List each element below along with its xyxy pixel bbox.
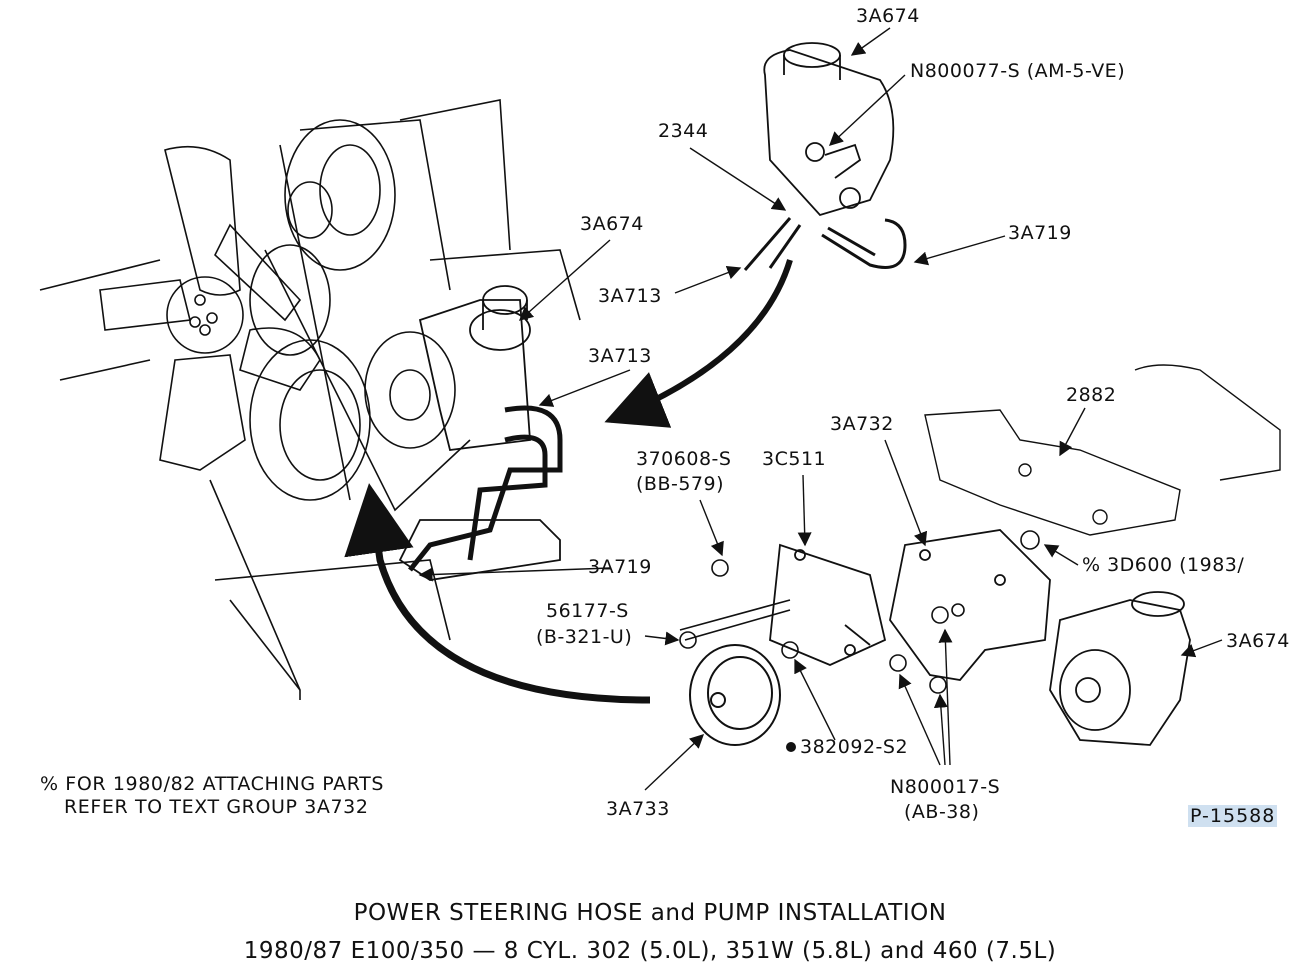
label-pulley-3a733: 3A733 xyxy=(606,798,670,820)
bullet-dot xyxy=(786,742,796,752)
figure-number: P-15588 xyxy=(1188,805,1278,827)
leader-lines xyxy=(418,27,1223,791)
label-bracket-2882: 2882 xyxy=(1066,384,1117,406)
label-reservoir-top: 3A674 xyxy=(856,5,920,27)
label-clamp-2344: 2344 xyxy=(658,120,709,142)
caption-subtitle: 1980/87 E100/350 — 8 CYL. 302 (5.0L), 35… xyxy=(243,938,1057,964)
label-bracket-3c511: 3C511 xyxy=(762,448,827,470)
label-bolt-370608-line2: (BB-579) xyxy=(636,473,725,495)
label-bolt-370608-line1: 370608-S xyxy=(636,448,732,470)
hose-run-upper xyxy=(408,405,563,572)
label-pump-upper: 3A674 xyxy=(580,213,644,235)
label-reservoir-screw: N800077-S (AM-5-VE) xyxy=(910,60,1126,82)
transfer-arrow-upper xyxy=(604,259,793,428)
bracket-3c511-drawing xyxy=(769,543,887,666)
hose-pieces-top xyxy=(743,217,907,271)
label-bracket-3a732: 3A732 xyxy=(830,413,894,435)
note-line-1: % FOR 1980/82 ATTACHING PARTS xyxy=(40,773,385,795)
pump-upper-drawing xyxy=(398,285,561,581)
engine-front-assembly xyxy=(39,99,581,700)
label-hose-upper: 3A719 xyxy=(1008,222,1072,244)
attaching-parts-note: % FOR 1980/82 ATTACHING PARTS REFER TO T… xyxy=(40,773,384,819)
reservoir-drawing xyxy=(763,42,895,217)
label-bolt-n800017-line1: N800017-S xyxy=(890,776,1001,798)
bracket-2882-drawing xyxy=(924,364,1281,536)
label-bolt-382092: 382092-S2 xyxy=(800,736,909,758)
pulley-3a733-drawing xyxy=(689,644,781,746)
label-hose-lower: 3A719 xyxy=(588,556,652,578)
label-bolt-56177-line1: 56177-S xyxy=(546,600,629,622)
label-spacer-3d600: % 3D600 (1983/ xyxy=(1082,554,1245,576)
label-bolt-56177-line2: (B-321-U) xyxy=(536,626,633,648)
transfer-arrow-lower xyxy=(344,483,651,704)
bracket-3a732-drawing xyxy=(889,529,1051,681)
note-line-2: REFER TO TEXT GROUP 3A732 xyxy=(64,796,369,818)
pump-lower-drawing xyxy=(1049,591,1191,746)
label-hose-3a713-a: 3A713 xyxy=(598,285,662,307)
label-hose-3a713-b: 3A713 xyxy=(588,345,652,367)
label-bolt-n800017-line2: (AB-38) xyxy=(904,801,980,823)
fasteners-lower xyxy=(679,530,1040,694)
caption-title: POWER STEERING HOSE and PUMP INSTALLATIO… xyxy=(353,900,947,926)
label-pump-lower: 3A674 xyxy=(1226,630,1290,652)
